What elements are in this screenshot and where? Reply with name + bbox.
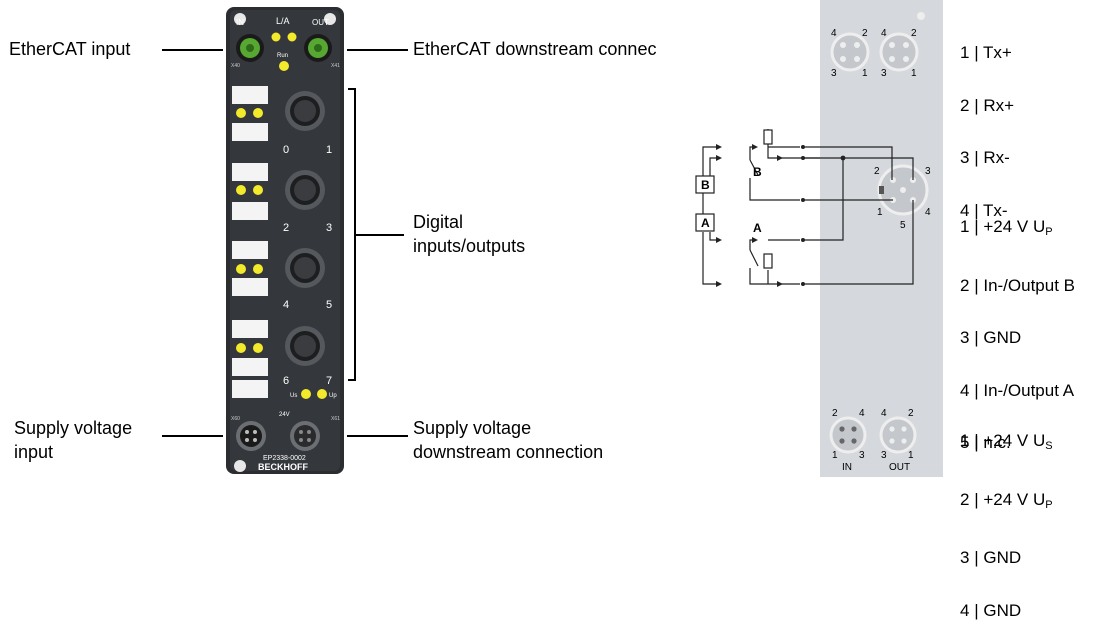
ethercat-input-label: EtherCAT input bbox=[9, 39, 131, 59]
io-pin-row: 5 | n.c. bbox=[960, 433, 1011, 452]
digital-io-label-line1: Digital bbox=[413, 212, 464, 232]
device-24v-label: 24V bbox=[279, 412, 290, 418]
ethercat-downstream-label: EtherCAT downstream connec bbox=[413, 39, 657, 59]
m8-br-pin-4: 4 bbox=[881, 408, 887, 419]
device-us-label: Us bbox=[290, 393, 297, 399]
led-us-icon bbox=[301, 389, 311, 399]
device-illustration: IN L/A OUT Run X40 X41 0 1 2 3 4 5 6 7 U… bbox=[162, 0, 943, 477]
schematic-panel bbox=[820, 0, 943, 477]
m8-bl-pin-1: 1 bbox=[832, 450, 838, 461]
supply-input-label-line2: input bbox=[14, 442, 54, 462]
device-up-label: Up bbox=[329, 393, 337, 399]
ethercat-pin-table: 1 | Tx+ 2 | Rx+ 3 | Rx- 4 | Tx- bbox=[960, 9, 1014, 237]
channel-block-4-5 bbox=[232, 241, 325, 296]
device-model-label: EP2338-0002 bbox=[263, 455, 306, 462]
device-ch-5: 5 bbox=[326, 299, 332, 311]
supply-pin-row: 2 | +24 V UP bbox=[960, 489, 1053, 511]
channel-block-2-3 bbox=[232, 163, 325, 220]
m8-in-label: IN bbox=[842, 462, 852, 473]
device-ch-3: 3 bbox=[326, 222, 332, 234]
m8-bottom-left-icon bbox=[829, 416, 867, 454]
screw-bottom-left-icon bbox=[234, 460, 246, 472]
ethercat-pin-row: 2 | Rx+ bbox=[960, 95, 1015, 115]
screw-top-right-icon bbox=[324, 13, 336, 25]
ethercat-pin-row: 3 | Rx- bbox=[960, 148, 1010, 167]
device-run-label: Run bbox=[277, 53, 288, 59]
device-la-label: L/A bbox=[276, 16, 290, 26]
device-ch-7: 7 bbox=[326, 375, 332, 387]
m12-top-right-icon bbox=[879, 32, 919, 72]
m12-top-left-icon bbox=[830, 32, 870, 72]
m12-io-connector-icon bbox=[877, 164, 929, 216]
bracket-digital-io bbox=[348, 88, 356, 381]
block-b-box bbox=[695, 175, 715, 194]
io-pin-row: 2 | In-/Output B bbox=[960, 275, 1076, 295]
supply-downstream-label-line2: downstream connection bbox=[413, 442, 604, 462]
io-pin-row: 1 | +24 V UP bbox=[960, 217, 1053, 238]
supply-downstream-label-line1: Supply voltage bbox=[413, 418, 532, 438]
m12-tr-pin-1: 1 bbox=[911, 68, 917, 79]
device-x61-label: X61 bbox=[331, 416, 340, 422]
device-ch-1: 1 bbox=[326, 144, 332, 156]
device-out-label: OUT bbox=[312, 18, 329, 27]
channel-block-0-1 bbox=[232, 86, 325, 141]
m12-tl-pin-1: 1 bbox=[862, 68, 868, 79]
m8-out-label: OUT bbox=[889, 462, 910, 473]
m8-bl-pin-2: 2 bbox=[832, 408, 838, 419]
digital-io-label-line2: inputs/outputs bbox=[413, 236, 526, 256]
m12-tr-pin-4: 4 bbox=[881, 28, 887, 39]
io-pin-3-label: 3 bbox=[925, 166, 931, 177]
supply-input-label-line1: Supply voltage bbox=[14, 418, 133, 438]
m12-tl-pin-4: 4 bbox=[831, 28, 837, 39]
m8-bottom-right-icon bbox=[879, 416, 917, 454]
io-pin-1-label: 1 bbox=[877, 207, 883, 218]
m8-br-pin-2: 2 bbox=[908, 408, 914, 419]
io-pin-table: 1 | +24 V UP 2 | In-/Output B 3 | GND 4 … bbox=[960, 183, 1075, 469]
led-run-icon bbox=[279, 61, 289, 71]
block-a-label: A bbox=[701, 216, 710, 230]
io-pin-row: 4 | In-/Output A bbox=[960, 380, 1075, 400]
io-pin-5-label: 5 bbox=[900, 220, 906, 231]
device-ch-6: 6 bbox=[283, 375, 289, 387]
led-la-in-icon bbox=[271, 32, 281, 42]
m12-tl-pin-3: 3 bbox=[831, 68, 837, 79]
block-b-label: B bbox=[701, 178, 710, 192]
supply-pin-row: 1 | +24 V US bbox=[960, 431, 1053, 452]
m12-tl-pin-2: 2 bbox=[862, 28, 868, 39]
m8-bl-pin-4: 4 bbox=[859, 408, 865, 419]
supply-pin-row: 3 | GND bbox=[960, 548, 1022, 567]
m8-br-pin-3: 3 bbox=[881, 450, 887, 461]
m12-tr-pin-2: 2 bbox=[911, 28, 917, 39]
device-x41-label: X41 bbox=[331, 63, 340, 69]
switch-b-label: B bbox=[753, 165, 762, 179]
ethercat-pin-row: 1 | Tx+ bbox=[960, 43, 1012, 62]
device-ch-2: 2 bbox=[283, 222, 289, 234]
device-x60-label: X60 bbox=[231, 416, 240, 422]
m8-bl-pin-3: 3 bbox=[859, 450, 865, 461]
m12-tr-pin-3: 3 bbox=[881, 68, 887, 79]
ethercat-pin-row: 4 | Tx- bbox=[960, 200, 1008, 220]
supply-pin-table: 1 | +24 V US 2 | +24 V UP 3 | GND 4 | GN… bbox=[960, 397, 1053, 637]
device-ch-0: 0 bbox=[283, 144, 289, 156]
device-brand-label: BECKHOFF bbox=[258, 462, 308, 472]
io-pin-row: 3 | GND bbox=[960, 328, 1022, 347]
supply-pin-row: 4 | GND bbox=[960, 600, 1022, 620]
device-ch-4: 4 bbox=[283, 299, 289, 311]
block-a-box bbox=[695, 213, 715, 232]
device-in-label: IN bbox=[236, 18, 244, 27]
device-x40-label: X40 bbox=[231, 63, 240, 69]
io-pin-4-label: 4 bbox=[925, 207, 931, 218]
screw-top-left-icon bbox=[234, 13, 246, 25]
led-la-out-icon bbox=[287, 32, 297, 42]
led-up-icon bbox=[317, 389, 327, 399]
channel-block-6-7 bbox=[232, 320, 325, 376]
m8-br-pin-1: 1 bbox=[908, 450, 914, 461]
switch-a-label: A bbox=[753, 221, 762, 235]
io-pin-2-label: 2 bbox=[874, 166, 880, 177]
